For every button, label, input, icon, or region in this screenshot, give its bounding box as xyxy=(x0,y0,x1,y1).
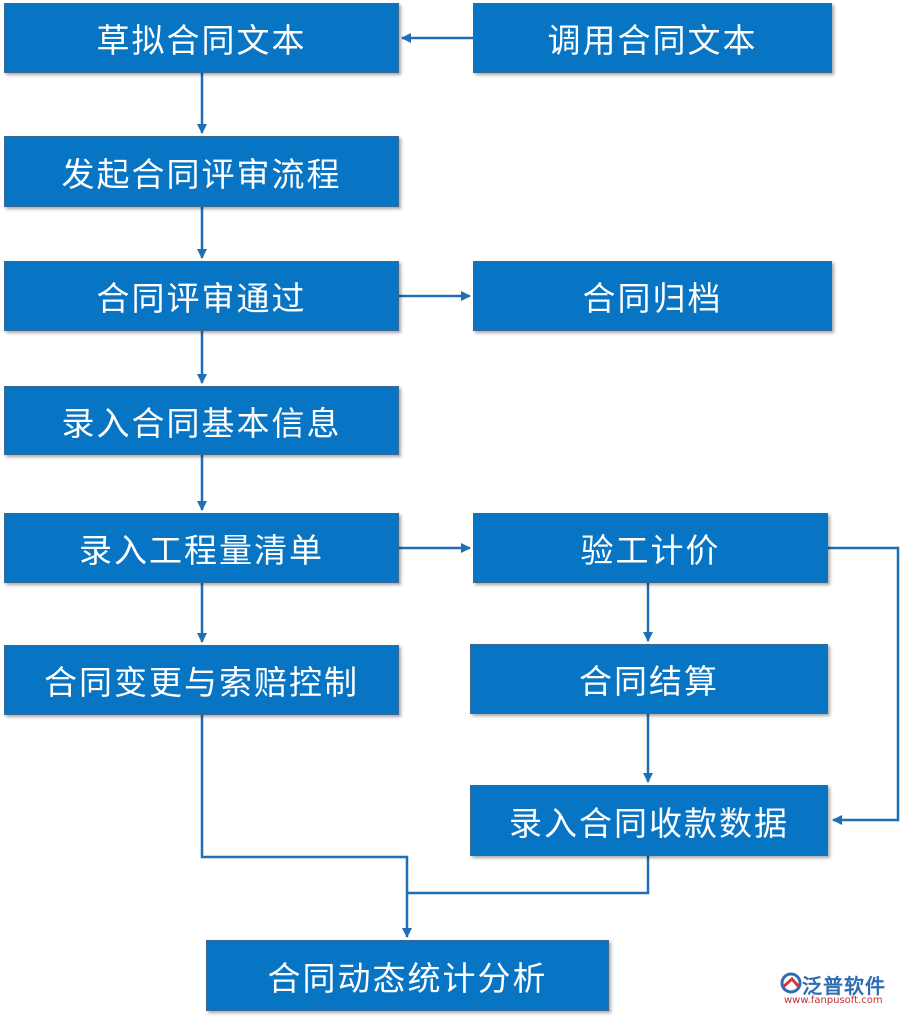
edge-valuation-receipt xyxy=(828,546,900,825)
edge-change-claim-analysis xyxy=(200,715,412,938)
logo-name: 泛普软件 xyxy=(802,974,886,998)
node-review-pass: 合同评审通过 xyxy=(4,261,399,331)
logo-url: www.fanpusoft.com xyxy=(784,995,883,1006)
node-review-pass-label: 合同评审通过 xyxy=(96,279,307,318)
logo-mark-icon xyxy=(780,972,802,994)
node-analysis-label: 合同动态统计分析 xyxy=(267,958,548,998)
node-bill-label: 录入工程量清单 xyxy=(79,531,324,570)
node-draft-contract-label: 草拟合同文本 xyxy=(96,21,307,60)
node-review-start-label: 发起合同评审流程 xyxy=(61,154,342,194)
node-draft-contract: 草拟合同文本 xyxy=(4,3,399,73)
node-basic-info-label: 录入合同基本信息 xyxy=(61,403,342,443)
node-receipt: 录入合同收款数据 xyxy=(470,785,828,856)
node-change-claim: 合同变更与索赔控制 xyxy=(4,645,399,715)
node-valuation-label: 验工计价 xyxy=(580,531,721,570)
node-review-start: 发起合同评审流程 xyxy=(4,136,399,207)
node-archive-label: 合同归档 xyxy=(582,279,723,318)
node-basic-info: 录入合同基本信息 xyxy=(4,386,399,455)
node-invoke-contract-label: 调用合同文本 xyxy=(547,21,758,60)
node-change-claim-label: 合同变更与索赔控制 xyxy=(44,663,359,702)
edge-receipt-analysis xyxy=(407,856,650,895)
node-settlement-label: 合同结算 xyxy=(579,662,719,701)
node-invoke-contract: 调用合同文本 xyxy=(473,3,832,73)
node-archive: 合同归档 xyxy=(473,261,832,331)
node-valuation: 验工计价 xyxy=(473,513,828,583)
node-bill: 录入工程量清单 xyxy=(4,513,399,583)
node-settlement: 合同结算 xyxy=(470,644,828,714)
brand-logo: 泛普软件 www.fanpusoft.com xyxy=(780,970,906,1010)
node-analysis: 合同动态统计分析 xyxy=(206,940,609,1011)
node-receipt-label: 录入合同收款数据 xyxy=(509,803,789,843)
